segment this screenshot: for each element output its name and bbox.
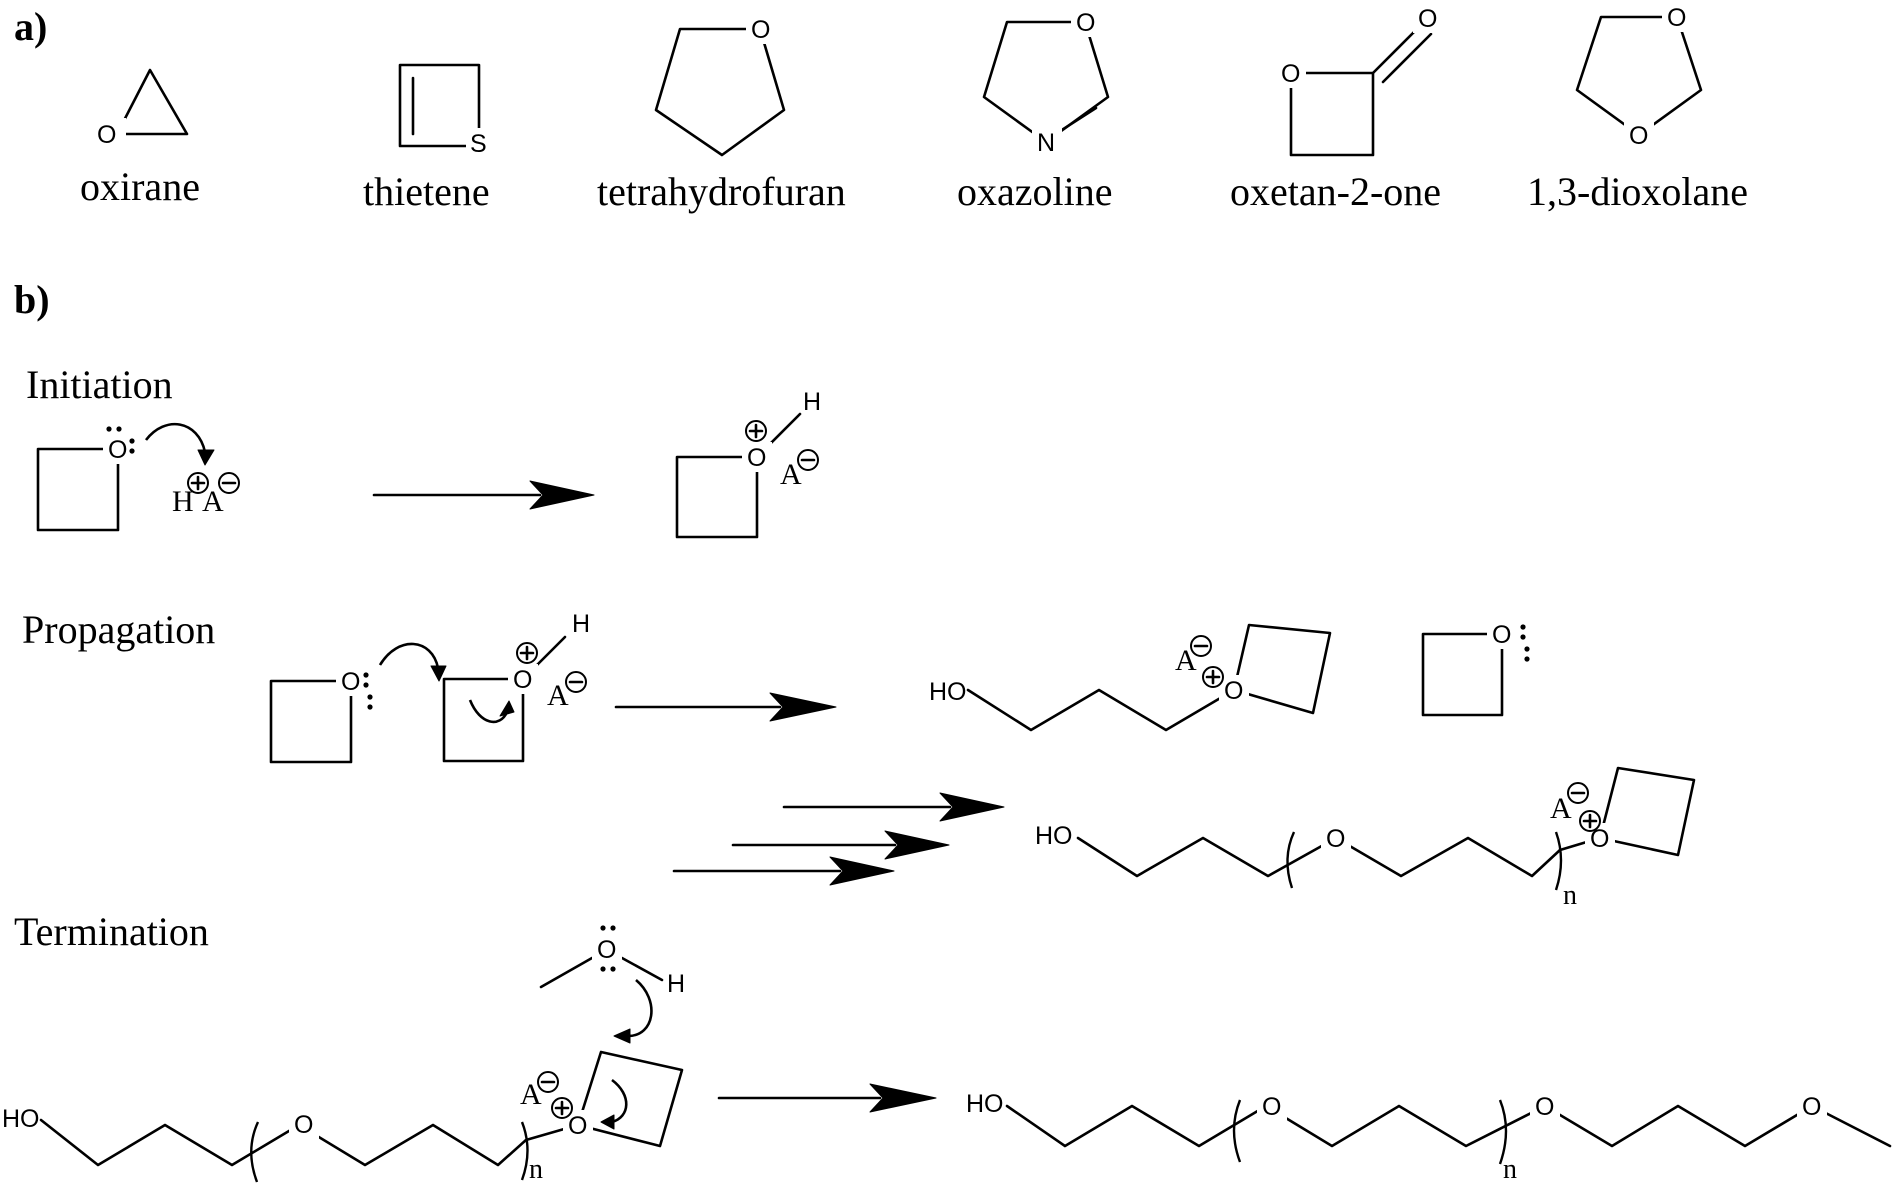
compound-label-oxazoline: oxazoline — [957, 169, 1113, 214]
compound-label-dioxolane: 1,3-dioxolane — [1527, 169, 1748, 214]
oxygen-atom: O — [1492, 621, 1511, 649]
ether-oxygen-atom: O — [1326, 825, 1345, 853]
negative-charge-icon — [564, 670, 588, 694]
negative-charge-icon — [1189, 634, 1213, 658]
ring-opening-push-arrow — [611, 1078, 628, 1124]
tetrahydrofuran-structure: O — [654, 14, 786, 157]
oxygen-atom: O — [747, 444, 766, 472]
positive-charge-icon — [1578, 809, 1602, 833]
electron-push-arrow-head — [430, 665, 447, 682]
growing-polymer-chain: HO O n O A — [1035, 766, 1696, 911]
methoxy-oxygen-atom: O — [1802, 1093, 1821, 1121]
oxygen-atom: O — [568, 1112, 587, 1140]
oxygen-atom: O — [1281, 60, 1300, 88]
methanol-nucleophile: O H — [539, 925, 685, 998]
anion-a: A — [547, 679, 569, 712]
repeat-unit-n: n — [1503, 1154, 1517, 1185]
positive-charge-icon — [515, 641, 539, 665]
oxygen-atom: O — [108, 436, 127, 464]
oxonium-terminated-chain: HO O n O A — [2, 1050, 684, 1185]
repeat-unit-n: n — [529, 1154, 543, 1185]
hydroxyl-group: HO — [2, 1105, 40, 1133]
compound-label-oxirane: oxirane — [80, 164, 200, 209]
acid-ha: H A — [172, 471, 241, 518]
hydrogen-atom: H — [572, 610, 590, 638]
negative-charge-icon — [1566, 781, 1590, 805]
oxetane-monomer: O — [269, 666, 373, 764]
oxygen-atom: O — [1629, 122, 1648, 150]
anion-a: A — [520, 1078, 542, 1111]
electron-push-arrow — [627, 979, 653, 1038]
oxygen-atom: O — [513, 666, 532, 694]
repeat-unit-n: n — [1563, 880, 1577, 911]
electron-push-arrow — [144, 422, 207, 453]
compound-label-thietene: thietene — [363, 169, 490, 214]
panel-a-label: a) — [14, 4, 47, 49]
reaction-arrow — [372, 480, 595, 510]
oxygen-atom: O — [751, 16, 770, 44]
section-label-termination: Termination — [14, 909, 209, 954]
hydrogen-atom: H — [667, 970, 685, 998]
oxygen-atom: O — [1224, 677, 1243, 705]
anion-a: A — [202, 485, 224, 518]
oxygen-atom: O — [597, 936, 616, 964]
ether-oxygen-atom: O — [1262, 1093, 1281, 1121]
oxetane-monomer: O — [36, 426, 135, 532]
oxygen-atom: O — [1667, 4, 1686, 32]
hydroxyl-group: HO — [966, 1090, 1004, 1118]
ether-oxygen-atom: O — [294, 1111, 313, 1139]
oxetan-2-one-structure: O O — [1276, 3, 1443, 157]
oxirane-structure: O — [96, 68, 189, 149]
electron-push-arrow — [378, 642, 440, 669]
compound-label-oxetan-2-one: oxetan-2-one — [1230, 169, 1441, 214]
anion-a: A — [1175, 644, 1197, 677]
ring-opening-push-arrow-head — [600, 1114, 615, 1130]
negative-charge-icon — [217, 471, 241, 495]
hydroxyl-group: HO — [1035, 822, 1073, 850]
ring-opening-push-arrow-head — [499, 700, 515, 717]
oxonium-ion: O H A — [675, 388, 821, 539]
protonated-oxetane: O H A — [442, 610, 590, 763]
thietene-structure: S — [398, 63, 494, 158]
anion-a: A — [780, 458, 802, 491]
ether-oxygen-atom: O — [1535, 1093, 1554, 1121]
oxetane-monomer: O — [1421, 619, 1530, 717]
ring-opening-push-arrow — [468, 699, 509, 724]
oxygen-atom: O — [1076, 9, 1095, 37]
hydrogen-atom: H — [172, 485, 194, 518]
positive-charge-icon — [1201, 665, 1225, 689]
ring-opened-oxonium-chain: HO O A — [929, 623, 1332, 732]
oxygen-atom: O — [1590, 825, 1609, 853]
electron-push-arrow-head — [613, 1028, 631, 1044]
hydroxyl-group: HO — [929, 678, 967, 706]
section-label-initiation: Initiation — [26, 362, 173, 407]
negative-charge-icon — [536, 1070, 560, 1094]
compound-label-tetrahydrofuran: tetrahydrofuran — [597, 169, 846, 214]
carbonyl-oxygen-atom: O — [1418, 5, 1437, 33]
anion-a: A — [1550, 792, 1572, 825]
hydrogen-atom: H — [803, 388, 821, 416]
multistep-arrows — [672, 792, 1005, 886]
nitrogen-atom: N — [1037, 129, 1055, 157]
sulfur-atom: S — [470, 130, 487, 158]
electron-push-arrow-head — [197, 449, 215, 466]
terminated-polymer-product: HO O n O O — [966, 1090, 1892, 1185]
negative-charge-icon — [796, 448, 820, 472]
dioxolane-structure: O O — [1575, 2, 1703, 150]
positive-charge-icon — [550, 1096, 574, 1120]
reaction-arrow — [614, 692, 837, 722]
oxygen-atom: O — [341, 668, 360, 696]
oxygen-atom: O — [97, 121, 116, 149]
section-label-propagation: Propagation — [22, 607, 215, 652]
oxazoline-structure: O N — [982, 7, 1110, 157]
positive-charge-icon — [744, 419, 768, 443]
panel-b-label: b) — [14, 277, 50, 322]
positive-charge-icon — [186, 471, 210, 495]
reaction-arrow — [717, 1083, 937, 1113]
